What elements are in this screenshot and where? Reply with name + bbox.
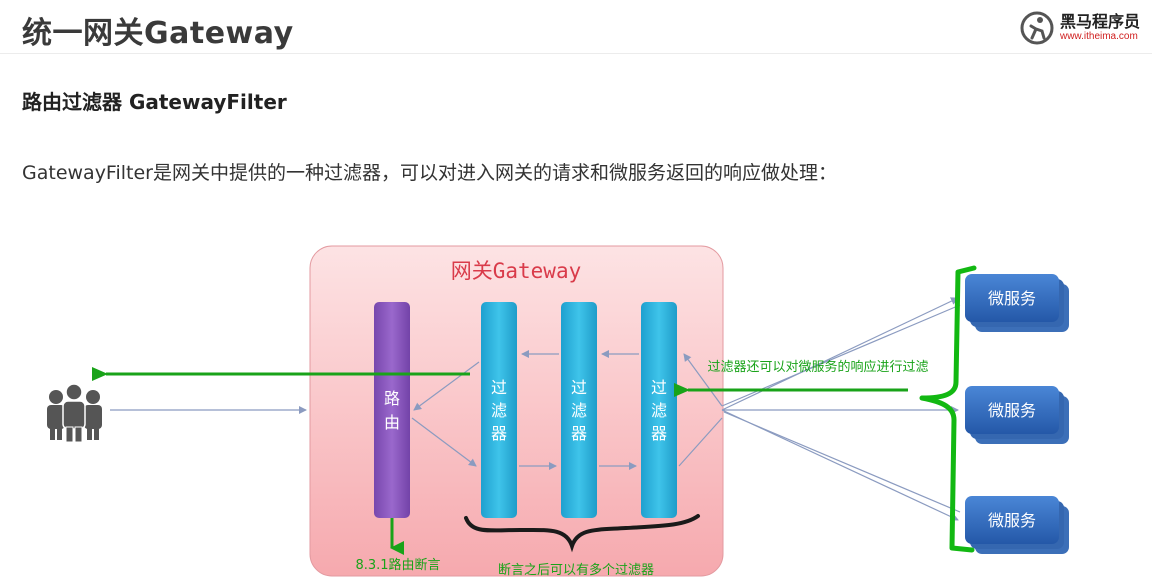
description-text: GatewayFilter是网关中提供的一种过滤器，可以对进入网关的请求和微服务… (22, 162, 837, 184)
response-filter-note: 过滤器还可以对微服务的响应进行过滤 (707, 359, 928, 375)
to-service-1-arrow (721, 297, 959, 411)
service-2: 微服务 (965, 386, 1069, 444)
filter-3-char-1: 过 (651, 378, 667, 397)
filters-brace (464, 514, 700, 553)
page-title: 统一网关Gateway (22, 16, 294, 51)
route-predicate-note: 8.3.1路由断言 (355, 557, 440, 573)
filter-1-char-1: 过 (491, 378, 507, 397)
multiple-filters-note: 断言之后可以有多个过滤器 (498, 562, 654, 578)
service-1: 微服务 (965, 274, 1069, 332)
filter-1: 过 滤 器 (481, 302, 517, 518)
users-icon (47, 383, 102, 443)
filter-3-char-3: 器 (651, 424, 667, 443)
brand-logo: 黑马程序员 www.itheima.com (1020, 10, 1140, 46)
service-3-label: 微服务 (988, 511, 1036, 530)
annotations: 过滤器还可以对微服务的响应进行过滤 8.3.1路由断言 断言之后可以有多个过滤器 (92, 265, 977, 578)
services-brace (919, 265, 977, 553)
filter-block-1 (481, 302, 517, 518)
router-to-filter-arrow (411, 417, 477, 467)
service-1-label: 微服务 (988, 289, 1036, 308)
section-heading: 路由过滤器 GatewayFilter (22, 90, 287, 114)
flow-arrows (110, 297, 961, 521)
filter3-out-line (678, 417, 723, 467)
router-label-2: 由 (384, 413, 400, 432)
filter-3: 过 滤 器 (641, 302, 677, 518)
filter-2-char-2: 滤 (571, 401, 587, 420)
runner-logo-icon (1020, 11, 1054, 45)
filter-2-char-1: 过 (571, 378, 587, 397)
logo-name: 黑马程序员 (1059, 12, 1140, 31)
service-2-label: 微服务 (988, 401, 1036, 420)
gateway-label: 网关Gateway (451, 259, 582, 283)
filter-block-3 (641, 302, 677, 518)
filter-block-2 (561, 302, 597, 518)
from-service-3-line (723, 411, 961, 513)
filter-2: 过 滤 器 (561, 302, 597, 518)
service-3: 微服务 (965, 496, 1069, 554)
filter1-to-router-arrow (413, 361, 480, 411)
to-filter3-arrow (683, 353, 723, 407)
filter-1-char-3: 器 (491, 424, 507, 443)
logo-url: www.itheima.com (1059, 31, 1138, 42)
filter-3-char-2: 滤 (651, 401, 667, 420)
filter-1-char-2: 滤 (491, 401, 507, 420)
filter-2-char-3: 器 (571, 424, 587, 443)
router-label-1: 路 (384, 389, 400, 408)
title-divider (0, 53, 1152, 54)
router-block (374, 302, 410, 518)
